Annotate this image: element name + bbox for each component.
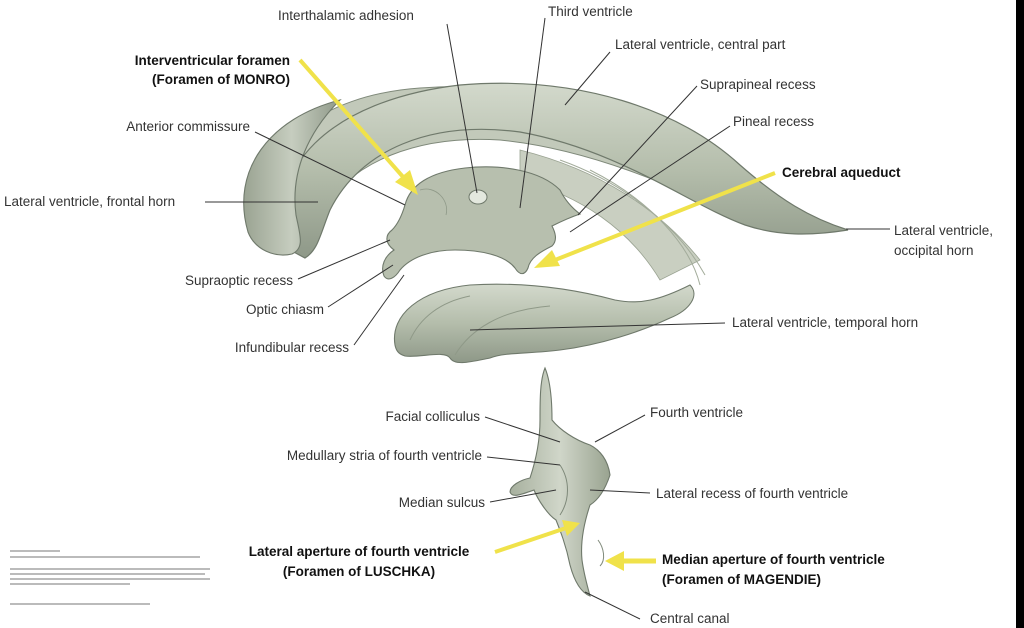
leader-lines <box>205 17 890 620</box>
label-cerebral-aqueduct: Cerebral aqueduct <box>782 165 901 180</box>
thalamic-stripes <box>519 149 701 281</box>
label-optic-chiasm: Optic chiasm <box>245 302 324 317</box>
third-ventricle-shape <box>382 166 582 280</box>
label-anterior-commissure: Anterior commissure <box>126 119 250 134</box>
lateral-ventricle-temporal-horn <box>393 283 695 364</box>
label-median-aperture: Median aperture of fourth ventricle <box>662 552 885 567</box>
label-central-canal: Central canal <box>650 611 730 626</box>
lateral-ventricle-central-part <box>282 82 849 259</box>
label-interthalamic-adhesion: Interthalamic adhesion <box>278 8 414 23</box>
label-lateral-aperture: Lateral aperture of fourth ventricle <box>248 544 470 559</box>
label-interventricular-foramen: Interventricular foramen <box>134 53 290 68</box>
label-occipital-horn: occipital horn <box>894 243 974 258</box>
interthalamic-adhesion-shape <box>468 189 488 205</box>
label-lateral-ventricle-temporal-horn: Lateral ventricle, temporal horn <box>732 315 919 330</box>
label-foramen-of-magendie: (Foramen of MAGENDIE) <box>662 572 822 587</box>
label-suprapineal-recess: Suprapineal recess <box>700 77 816 92</box>
label-lateral-ventricle-frontal-horn: Lateral ventricle, frontal horn <box>4 194 176 209</box>
label-foramen-of-luschka: (Foramen of LUSCHKA) <box>282 564 436 579</box>
label-facial-colliculus: Facial colliculus <box>385 409 480 424</box>
cerebral-aqueduct-and-fourth-ventricle <box>509 366 611 597</box>
label-foramen-of-monro: (Foramen of MONRO) <box>152 72 290 87</box>
label-third-ventricle: Third ventricle <box>548 4 633 19</box>
label-medullary-stria: Medullary stria of fourth ventricle <box>286 448 482 463</box>
highlight-arrows <box>298 58 776 571</box>
label-lateral-ventricle-occipital: Lateral ventricle, <box>894 223 994 238</box>
label-lateral-recess: Lateral recess of fourth ventricle <box>656 486 849 501</box>
label-infundibular-recess: Infundibular recess <box>234 340 349 355</box>
fine-print-caption <box>10 550 210 605</box>
label-supraoptic-recess: Supraoptic recess <box>184 273 293 288</box>
label-pineal-recess: Pineal recess <box>733 114 815 129</box>
label-median-sulcus: Median sulcus <box>398 495 485 510</box>
label-lateral-ventricle-central-part: Lateral ventricle, central part <box>615 37 786 52</box>
lateral-ventricle-frontal-horn <box>243 98 342 256</box>
label-fourth-ventricle: Fourth ventricle <box>650 405 744 420</box>
